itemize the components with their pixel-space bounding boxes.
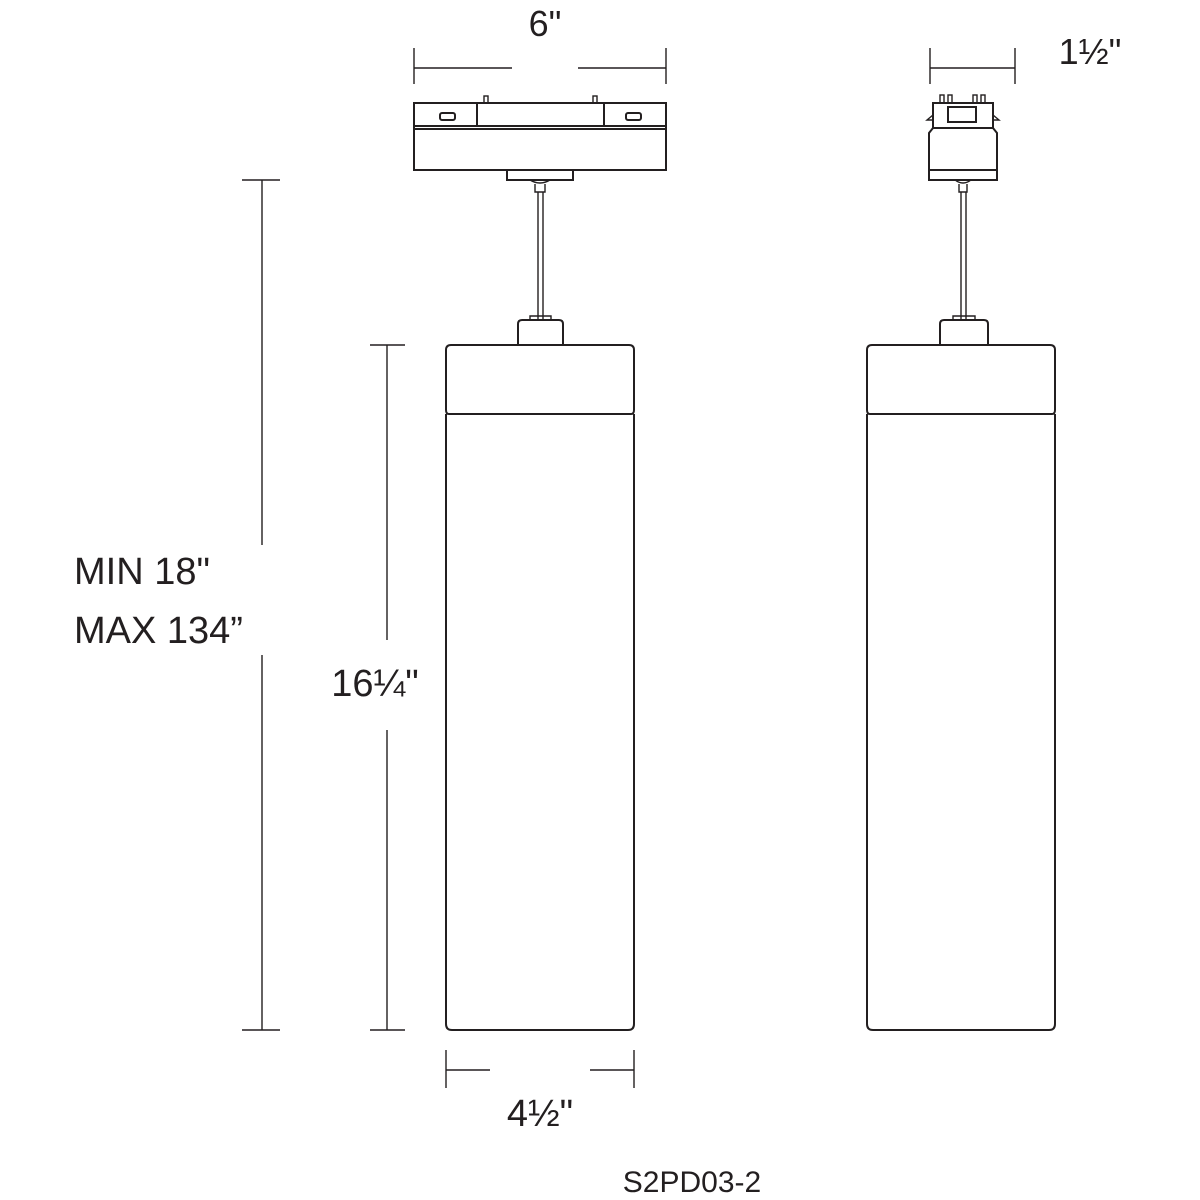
depth-label: 1½" (1059, 31, 1122, 72)
side-shade (866, 315, 1056, 1031)
side-track-adapter (925, 94, 1001, 193)
max-length-label: MAX 134” (74, 610, 243, 652)
width-6in-dimension: 6" (413, 3, 667, 84)
overall-height-dimension: MIN 18" MAX 134” (74, 179, 280, 1031)
front-shade (445, 315, 635, 1031)
front-track-adapter (413, 95, 667, 193)
shade-width-dimension: 4½" (445, 1050, 635, 1135)
min-length-label: MIN 18" (74, 551, 210, 593)
shade-height-label: 16¼" (331, 663, 418, 705)
shade-width-label: 4½" (507, 1093, 573, 1135)
width-label: 6" (529, 3, 562, 44)
shade-height-dimension: 16¼" (331, 344, 419, 1031)
model-number: S2PD03-2 (623, 1166, 761, 1199)
depth-dimension: 1½" (929, 31, 1122, 84)
